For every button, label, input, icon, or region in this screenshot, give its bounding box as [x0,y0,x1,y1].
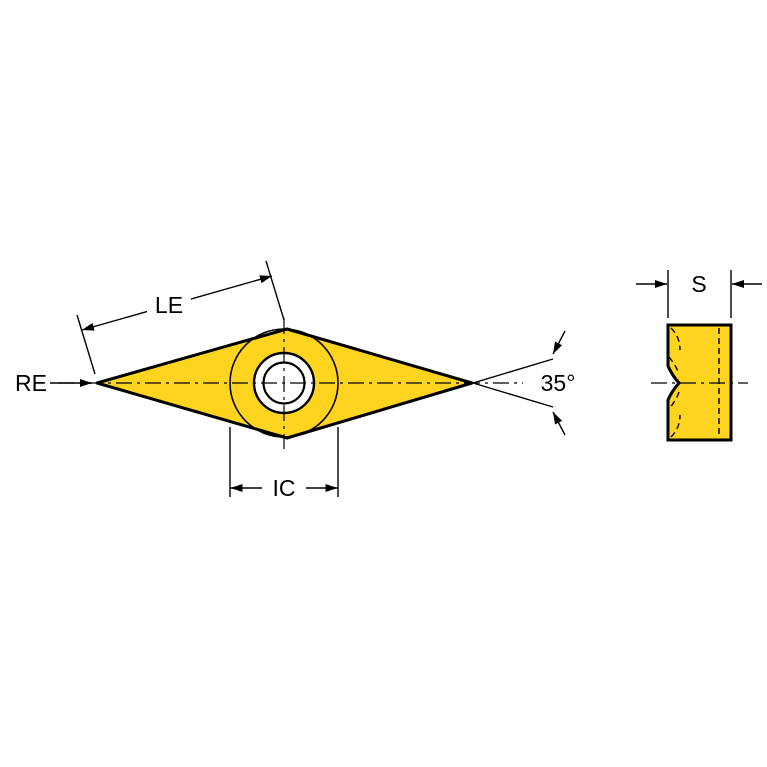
side-view-hidden-curve-top [670,327,681,351]
point-angle-label: 35° [541,370,576,396]
side-view-hidden-curve-mid-upper [668,356,680,375]
le-label-background [147,291,191,318]
angle-arrow-lower [552,411,566,436]
side-view-hidden-curve-bottom [670,414,681,438]
side-view-hidden-curve-mid-lower [668,391,680,410]
le-extension-line-right [265,260,285,321]
re-label: RE [15,370,47,396]
le-extension-line-left [76,314,96,375]
angle-arrow-upper [552,330,566,355]
angle-extension-line-upper [472,358,554,384]
le-label: LE [155,292,183,318]
ic-label: IC [273,475,296,501]
s-label: S [691,271,706,297]
insert-side-view [666,323,733,442]
angle-extension-line-lower [472,382,554,408]
